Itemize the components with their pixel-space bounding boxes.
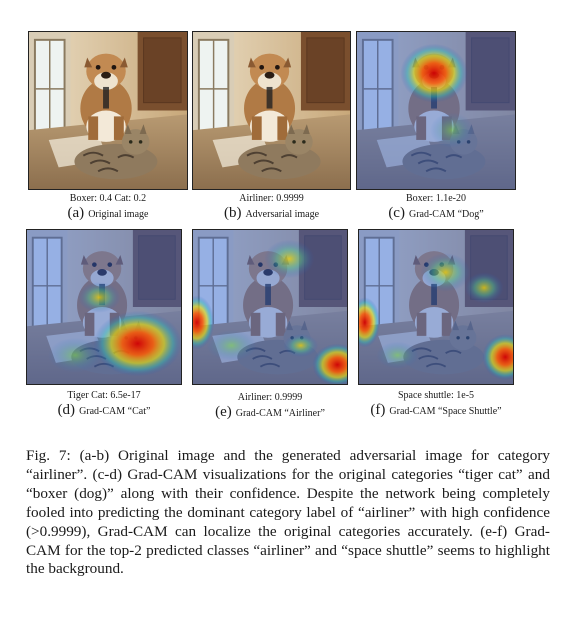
panel-f-label: (f) Grad-CAM “Space Shuttle” bbox=[358, 402, 514, 420]
panel-e-desc: Grad-CAM “Airliner” bbox=[235, 408, 325, 419]
panel-b-image bbox=[192, 31, 351, 190]
panel-b-score: Airliner: 0.9999 bbox=[239, 193, 304, 204]
panel-f-letter: (f) bbox=[370, 402, 386, 418]
panel-d-label: (d) Grad-CAM “Cat” bbox=[26, 402, 182, 420]
panel-c-letter: (c) bbox=[388, 205, 405, 221]
panel-a-desc: Original image bbox=[88, 209, 149, 220]
panel-e-score: Airliner: 0.9999 bbox=[237, 392, 303, 403]
figure-caption: Fig. 7: (a-b) Original image and the gen… bbox=[26, 447, 550, 578]
panel-d-desc: Grad-CAM “Cat” bbox=[79, 406, 151, 417]
panel-c-image bbox=[356, 31, 516, 190]
panel-f-image bbox=[358, 229, 514, 385]
panel-e-label: (e) Grad-CAM “Airliner” bbox=[192, 404, 348, 422]
panel-e-image bbox=[192, 229, 348, 385]
panel-b-desc: Adversarial image bbox=[245, 209, 320, 220]
panel-d-letter: (d) bbox=[57, 402, 76, 418]
panel-c-desc: Grad-CAM “Dog” bbox=[408, 209, 484, 220]
panel-b-letter: (b) bbox=[223, 205, 242, 221]
panel-c-score: Boxer: 1.1e-20 bbox=[406, 193, 466, 204]
panel-d-image bbox=[26, 229, 182, 385]
panel-a-letter: (a) bbox=[67, 205, 85, 221]
panel-a-label: (a) Original image bbox=[28, 205, 188, 223]
panel-f-desc: Grad-CAM “Space Shuttle” bbox=[389, 406, 502, 417]
panel-a-score: Boxer: 0.4 Cat: 0.2 bbox=[69, 193, 147, 204]
panel-a-image bbox=[28, 31, 188, 190]
panel-e-letter: (e) bbox=[215, 404, 232, 420]
panel-b-label: (b) Adversarial image bbox=[192, 205, 351, 223]
panel-c-label: (c) Grad-CAM “Dog” bbox=[356, 205, 516, 223]
panel-d-score: Tiger Cat: 6.5e-17 bbox=[67, 390, 141, 401]
panel-f-score: Space shuttle: 1e-5 bbox=[397, 390, 475, 401]
